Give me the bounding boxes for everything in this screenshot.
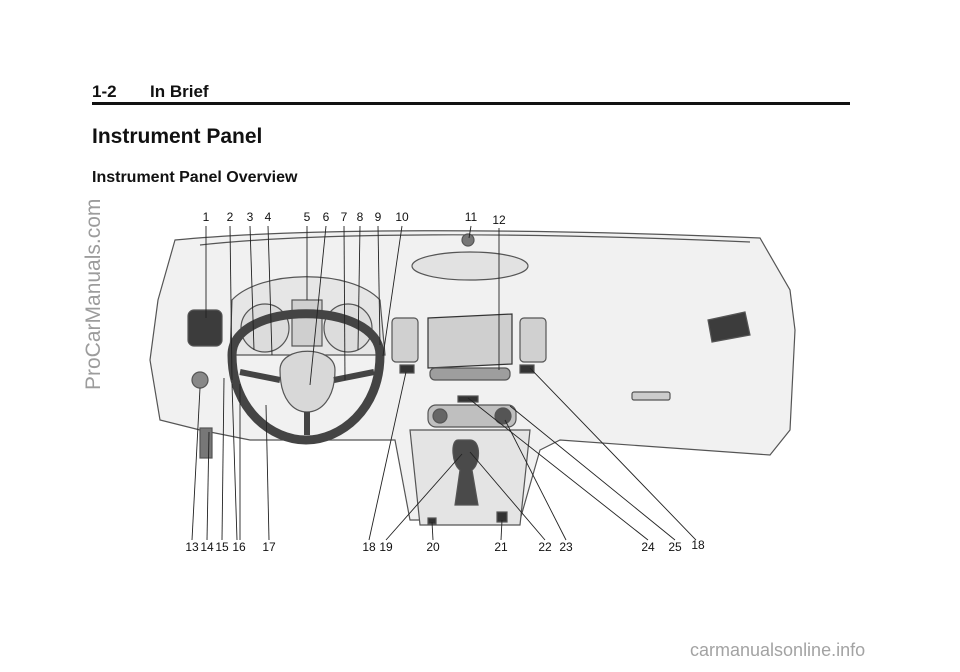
- callout-21: 21: [494, 540, 508, 554]
- steering-wheel-hub: [279, 350, 336, 413]
- callout-15: 15: [215, 540, 229, 554]
- cluster-display: [291, 299, 323, 347]
- right-switch: [519, 364, 535, 374]
- climate-knob-right: [494, 407, 512, 425]
- center-speaker: [411, 251, 529, 281]
- callout-3: 3: [247, 210, 254, 224]
- leader-lines: [191, 225, 697, 541]
- callout-6: 6: [323, 210, 330, 224]
- sensor-dome: [461, 233, 475, 247]
- callout-18a: 18: [362, 540, 376, 554]
- callout-9: 9: [375, 210, 382, 224]
- page-number: 1-2: [92, 82, 117, 101]
- callout-17: 17: [262, 540, 276, 554]
- callout-16: 16: [232, 540, 246, 554]
- callout-23: 23: [559, 540, 573, 554]
- section-name: In Brief: [150, 82, 209, 101]
- callout-14: 14: [200, 540, 214, 554]
- left-switch: [399, 364, 415, 374]
- callout-22: 22: [538, 540, 552, 554]
- climate-knob-left: [432, 408, 448, 424]
- page-title: Instrument Panel: [92, 125, 263, 148]
- callout-7: 7: [341, 210, 348, 224]
- callout-18b: 18: [691, 538, 705, 552]
- callout-13: 13: [185, 540, 199, 554]
- climate-panel: [427, 404, 517, 428]
- header-rule: [92, 102, 850, 105]
- gear-shifter: [452, 439, 480, 506]
- center-vent-left: [391, 317, 419, 363]
- hazard-bar: [457, 395, 479, 403]
- callout-11: 11: [465, 210, 478, 224]
- callout-12: 12: [492, 213, 506, 227]
- callout-1: 1: [203, 210, 210, 224]
- callout-24: 24: [641, 540, 655, 554]
- steering-wheel-rim: [227, 309, 385, 445]
- dashboard-drawing: [149, 230, 796, 526]
- hood-release: [199, 427, 213, 459]
- headlamp-switch: [191, 371, 209, 389]
- section-subtitle: Instrument Panel Overview: [92, 169, 298, 186]
- callout-8: 8: [357, 210, 364, 224]
- left-vent: [187, 309, 223, 347]
- center-vent-right: [519, 317, 547, 363]
- callout-5: 5: [304, 210, 311, 224]
- callout-2: 2: [227, 210, 234, 224]
- center-screen: [427, 313, 513, 369]
- side-watermark: ProCarManuals.com: [82, 198, 105, 390]
- radio-controls: [429, 367, 511, 381]
- callout-19: 19: [379, 540, 393, 554]
- top-callouts: 1 2 3 4 5 6 7 8 9 10 11 12: [203, 210, 506, 227]
- steering-spokes: [239, 369, 375, 435]
- callout-20: 20: [426, 540, 440, 554]
- callout-25: 25: [668, 540, 682, 554]
- callout-10: 10: [395, 210, 409, 224]
- right-vent: [707, 311, 751, 343]
- bottom-callouts: 13 14 15 16 17 18 19 20 21 22 23 24 25 1…: [185, 538, 705, 554]
- bottom-watermark: carmanualsonline.info: [690, 640, 866, 660]
- glovebox-handle: [631, 391, 671, 401]
- windshield-band: [199, 234, 751, 246]
- callout-4: 4: [265, 210, 272, 224]
